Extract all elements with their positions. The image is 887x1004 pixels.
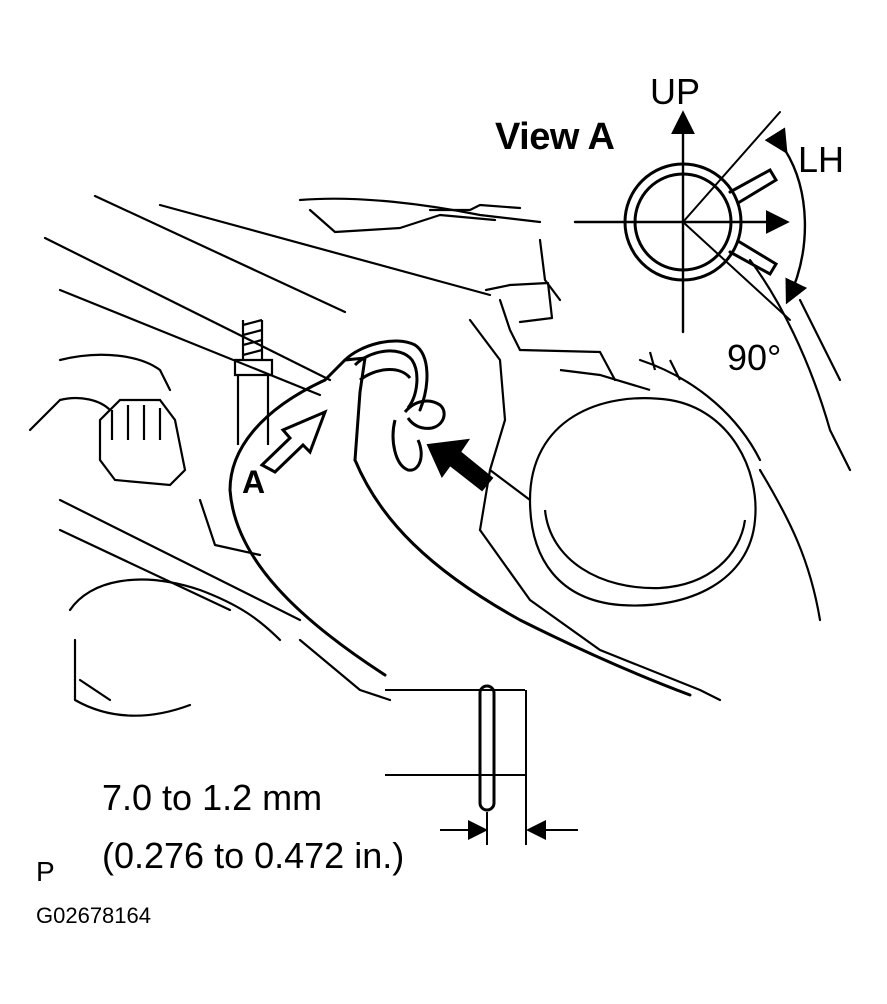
- view-a-arrow: [259, 409, 328, 474]
- dimension-detail: [385, 684, 578, 845]
- view-a-title: View A: [495, 116, 615, 158]
- view-a-detail: [573, 110, 808, 334]
- engine-background-lines: [28, 194, 852, 717]
- dimension-metric: 7.0 to 1.2 mm: [102, 777, 323, 818]
- dimension-imperial: (0.276 to 0.472 in.): [102, 835, 405, 876]
- radiator-hose: [228, 339, 692, 697]
- stud-bolt: [233, 318, 274, 445]
- page-mark: P: [36, 856, 55, 887]
- figure-code: G02678164: [36, 903, 151, 928]
- reservoir-cap: [489, 351, 757, 607]
- clamp-pointing-arrow: [426, 438, 494, 492]
- direction-up-label: UP: [650, 71, 701, 112]
- connector-block: [98, 398, 187, 487]
- arrow-a-label: A: [242, 464, 266, 500]
- angle-label: 90°: [727, 337, 782, 378]
- hose-clamp: [353, 349, 446, 472]
- direction-lh-label: LH: [798, 139, 845, 180]
